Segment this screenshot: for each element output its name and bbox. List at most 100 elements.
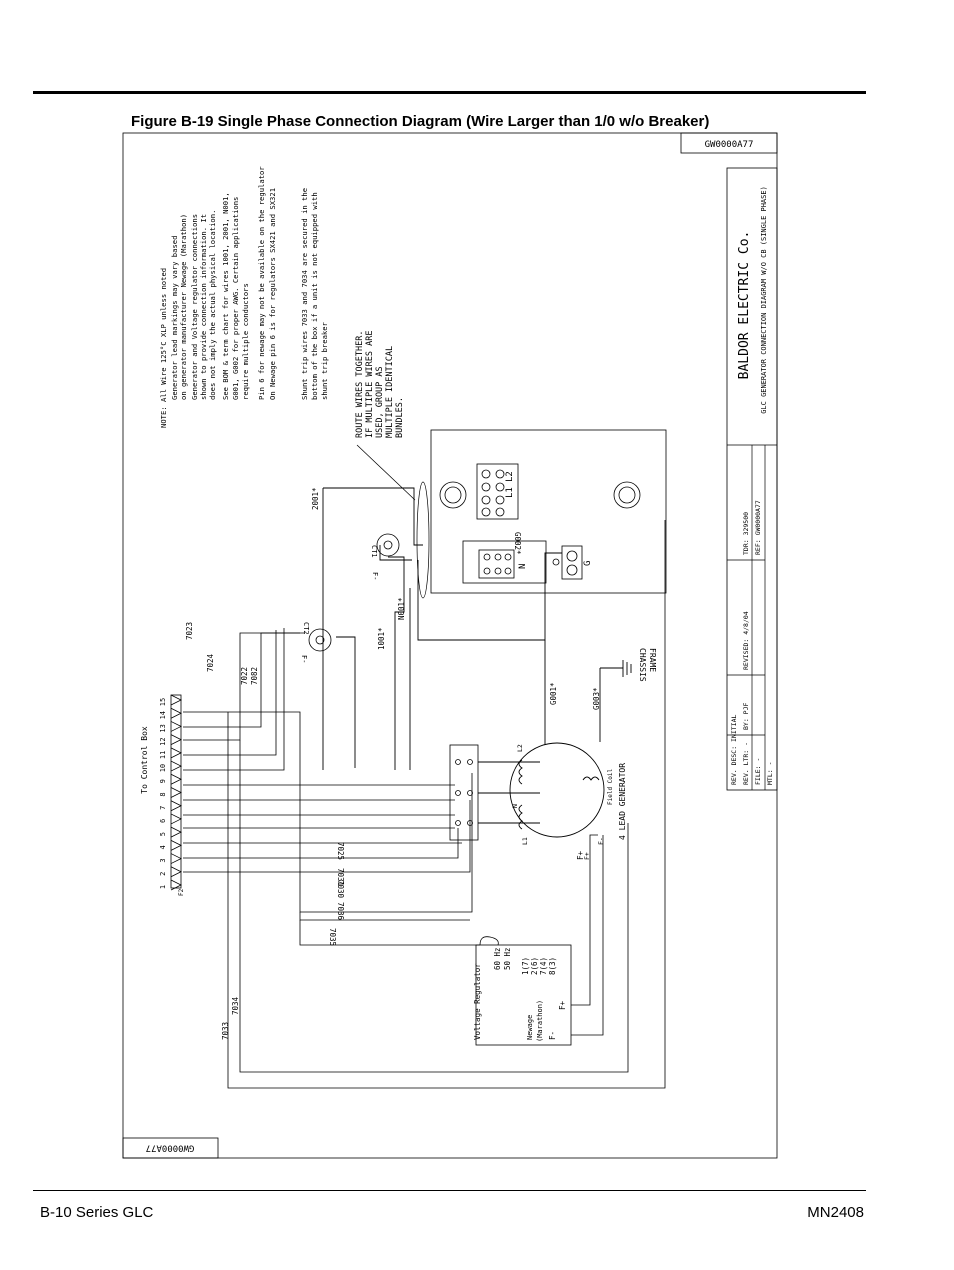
terminal-pin-number: 10 bbox=[159, 764, 167, 772]
terminal-pin-chevron bbox=[170, 787, 182, 798]
svg-text:7030: 7030 bbox=[336, 880, 345, 899]
breaker-neutral: N bbox=[518, 564, 528, 569]
tb-ref: REF: GW0000A77 bbox=[754, 500, 762, 555]
reg-pin: 7(4) bbox=[539, 957, 548, 975]
note-line: NOTE: All Wire 125°C XLP unless noted bbox=[159, 268, 168, 428]
wire-bundle bbox=[416, 481, 430, 599]
drawing-number-box-bottom bbox=[122, 1137, 219, 1159]
junction-block bbox=[449, 744, 479, 841]
note-line: Pin 6 for newage may not be available on… bbox=[257, 166, 266, 400]
svg-text:7082: 7082 bbox=[250, 667, 259, 685]
note-line: on generator manufacturer Newage (Marath… bbox=[179, 214, 188, 400]
terminal-pin-number: 7 bbox=[159, 806, 167, 810]
svg-text:7035: 7035 bbox=[328, 928, 337, 946]
note-line: bottom of the box if a unit is not equip… bbox=[310, 192, 319, 400]
svg-text:7023: 7023 bbox=[185, 622, 194, 640]
terminal-pin-number: 1 bbox=[159, 885, 167, 889]
reg-pin: 1(7) bbox=[521, 957, 530, 975]
frame-label: FRAME bbox=[648, 648, 657, 672]
tb-revised: REVISED: 4/8/04 bbox=[742, 611, 750, 670]
svg-text:MULTIPLE IDENTICAL: MULTIPLE IDENTICAL bbox=[385, 346, 395, 438]
note-line: Generator and Voltage regulator connecti… bbox=[190, 214, 199, 400]
note-line: G001, G002 for proper AWG. Certain appli… bbox=[231, 197, 240, 400]
terminal-pin-number: 11 bbox=[159, 751, 167, 759]
terminal-pin-number: 15 bbox=[159, 698, 167, 706]
terminal-pin-chevron bbox=[170, 839, 182, 851]
gen-f-plus: F+ bbox=[583, 852, 591, 860]
svg-text:7025: 7025 bbox=[336, 842, 345, 860]
terminal-pin-chevron bbox=[170, 800, 182, 812]
bottom-rule bbox=[33, 1190, 866, 1191]
reg-pin: 8(3) bbox=[548, 957, 557, 975]
ct2-label: CT2 bbox=[302, 622, 310, 635]
note-line: shown to provide connection information.… bbox=[199, 214, 208, 400]
terminal-pin-number: 6 bbox=[159, 819, 167, 823]
drawing-number-box-top bbox=[680, 132, 778, 154]
terminal-pin-chevron bbox=[170, 853, 182, 864]
svg-text:7033: 7033 bbox=[221, 1022, 230, 1040]
terminal-pin-number: 5 bbox=[159, 832, 167, 836]
gen-n: N bbox=[511, 804, 519, 808]
newage-label: Newage bbox=[526, 1015, 534, 1040]
note-line: does not imply the actual physical locat… bbox=[208, 210, 217, 400]
terminal-pin-chevron bbox=[170, 813, 182, 825]
terminal-pin-number: 4 bbox=[159, 845, 167, 849]
svg-text:7036: 7036 bbox=[336, 902, 345, 921]
terminal-pin-number: 13 bbox=[159, 724, 167, 732]
control-box-label: To Control Box bbox=[140, 726, 149, 794]
control-box-terminal-strip bbox=[170, 694, 182, 889]
marathon-label: (Marathon) bbox=[536, 1000, 544, 1042]
route-note-leader bbox=[356, 444, 416, 501]
svg-text:G002*: G002* bbox=[513, 532, 522, 555]
field-coil-label: Field Coil bbox=[607, 768, 614, 805]
regulator-field-wires bbox=[571, 834, 604, 1036]
tb-file: FILE: - bbox=[754, 758, 762, 785]
terminal-pin-chevron bbox=[170, 734, 182, 746]
terminal-pin-chevron bbox=[170, 747, 182, 759]
svg-text:G003*: G003* bbox=[592, 687, 601, 710]
hz-60: 60 Hz bbox=[493, 947, 502, 970]
drawing-title: GLC GENERATOR CONNECTION DIAGRAM W/O CB … bbox=[760, 186, 768, 414]
title-block: BALDOR ELECTRIC Co. GLC GENERATOR CONNEC… bbox=[726, 167, 778, 791]
svg-text:G001*: G001* bbox=[549, 682, 558, 705]
company-name: BALDOR ELECTRIC Co. bbox=[737, 231, 752, 380]
gen-l2: L2 bbox=[516, 744, 524, 752]
svg-text:N001*: N001* bbox=[397, 597, 406, 620]
terminal-pin-chevron bbox=[170, 760, 182, 772]
svg-text:7031: 7031 bbox=[336, 868, 345, 886]
breaker-l1: L1 bbox=[505, 487, 515, 498]
chassis-label: CHASSIS bbox=[638, 648, 647, 682]
terminal-pin-number: 2 bbox=[159, 872, 167, 876]
breaker-l2: L2 bbox=[505, 471, 515, 482]
ct2 bbox=[308, 628, 332, 652]
breaker-enclosure bbox=[430, 429, 667, 594]
main-conductors bbox=[322, 487, 562, 770]
ct1-label: CT1 bbox=[370, 545, 378, 558]
svg-text:IF MULTIPLE WIRES ARE: IF MULTIPLE WIRES ARE bbox=[365, 331, 375, 438]
note-line: On Newage pin 6 is for regulators SX421 … bbox=[268, 188, 277, 400]
note-line: Shunt trip wires 7033 and 7034 are secur… bbox=[300, 188, 309, 400]
svg-text:USED, GROUP AS: USED, GROUP AS bbox=[375, 366, 385, 438]
note-line: See BOM & term chart for wires 1001, 200… bbox=[221, 192, 230, 400]
breaker-ground: G bbox=[583, 561, 593, 566]
voltage-regulator bbox=[475, 936, 572, 1046]
terminal-pin-number: 12 bbox=[159, 737, 167, 745]
note-line: Generator lead markings may vary based bbox=[170, 236, 179, 400]
tb-rev-ltr: REV. LTR: - bbox=[742, 742, 750, 785]
svg-text:7024: 7024 bbox=[206, 653, 215, 672]
drawing-number-top: GW0000A77 bbox=[705, 140, 754, 150]
ct1 bbox=[376, 533, 400, 557]
terminal-pin-chevron bbox=[170, 879, 182, 891]
reg-pin: 2(6) bbox=[530, 957, 539, 975]
terminal-pin-chevron bbox=[170, 721, 182, 732]
terminal-pin-number: 8 bbox=[159, 792, 167, 796]
svg-text:ROUTE WIRES TOGETHER.: ROUTE WIRES TOGETHER. bbox=[355, 331, 365, 438]
svg-text:1001*: 1001* bbox=[377, 627, 386, 650]
tb-mtl: MTL: - bbox=[766, 762, 774, 785]
drawing-number-bottom: GW0000A77 bbox=[146, 1143, 195, 1153]
wire-labels: 7023 7024 7022 7082 1001* N001* 2001* G0… bbox=[185, 487, 601, 1040]
general-notes: NOTE: All Wire 125°C XLP unless noted Ge… bbox=[159, 166, 329, 428]
terminal-pin-chevron bbox=[170, 866, 182, 878]
x1-label: F- bbox=[371, 572, 379, 580]
